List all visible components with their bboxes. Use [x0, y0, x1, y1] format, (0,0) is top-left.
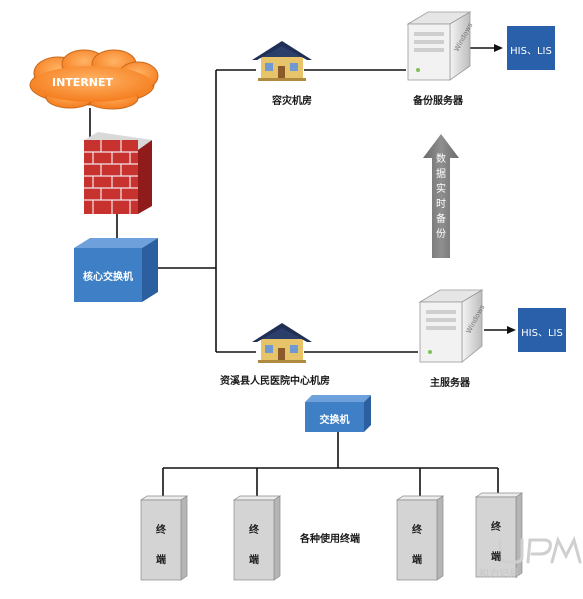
- terminal-box-2: [232, 495, 282, 581]
- terminal-box-3: [395, 495, 445, 581]
- terminal-label-1: 终端: [156, 525, 166, 566]
- core-switch-box: [74, 238, 158, 302]
- terminal-box-1: [139, 495, 189, 581]
- terminal-label-4: 终端: [491, 522, 501, 563]
- backup-his-label: HIS、LIS: [510, 46, 552, 57]
- backup-his-box: [507, 26, 555, 70]
- watermark-text: 和力记易: [479, 569, 519, 580]
- main-his-box: [518, 308, 566, 352]
- internet-label: INTERNET: [52, 76, 114, 89]
- terminal-label-2: 终端: [249, 525, 259, 566]
- arrowheads: [494, 44, 516, 334]
- internet-cloud-icon: [29, 49, 159, 110]
- watermark-logo: [498, 535, 582, 564]
- access-switch-box: [305, 395, 371, 432]
- backup-room-building-icon: [252, 41, 312, 81]
- main-server-label: 主服务器: [430, 378, 470, 389]
- backup-server-label: 备份服务器: [413, 96, 463, 107]
- access-switch-label: 交换机: [319, 415, 350, 426]
- core-switch-label: 核心交换机: [83, 272, 133, 283]
- terminal-box-4: [474, 492, 524, 578]
- terminals-caption: 各种使用终端: [300, 534, 360, 545]
- main-room-label: 资溪县人民医院中心机房: [220, 376, 330, 387]
- main-his-label: HIS、LIS: [521, 328, 563, 339]
- arrowhead-main-his: [507, 326, 516, 334]
- connection-lines: [89, 47, 509, 500]
- terminal-label-3: 终端: [412, 525, 422, 566]
- main-room-building-icon: [252, 323, 312, 363]
- backup-server-icon: Windows: [406, 11, 475, 81]
- arrowhead-backup-his: [494, 44, 503, 52]
- sync-arrow-icon: [423, 134, 459, 258]
- main-server-icon: Windows: [418, 289, 487, 363]
- sync-arrow-label: 数据实时备份: [436, 154, 446, 240]
- firewall-icon: [84, 132, 152, 214]
- backup-room-label: 容灾机房: [272, 96, 312, 107]
